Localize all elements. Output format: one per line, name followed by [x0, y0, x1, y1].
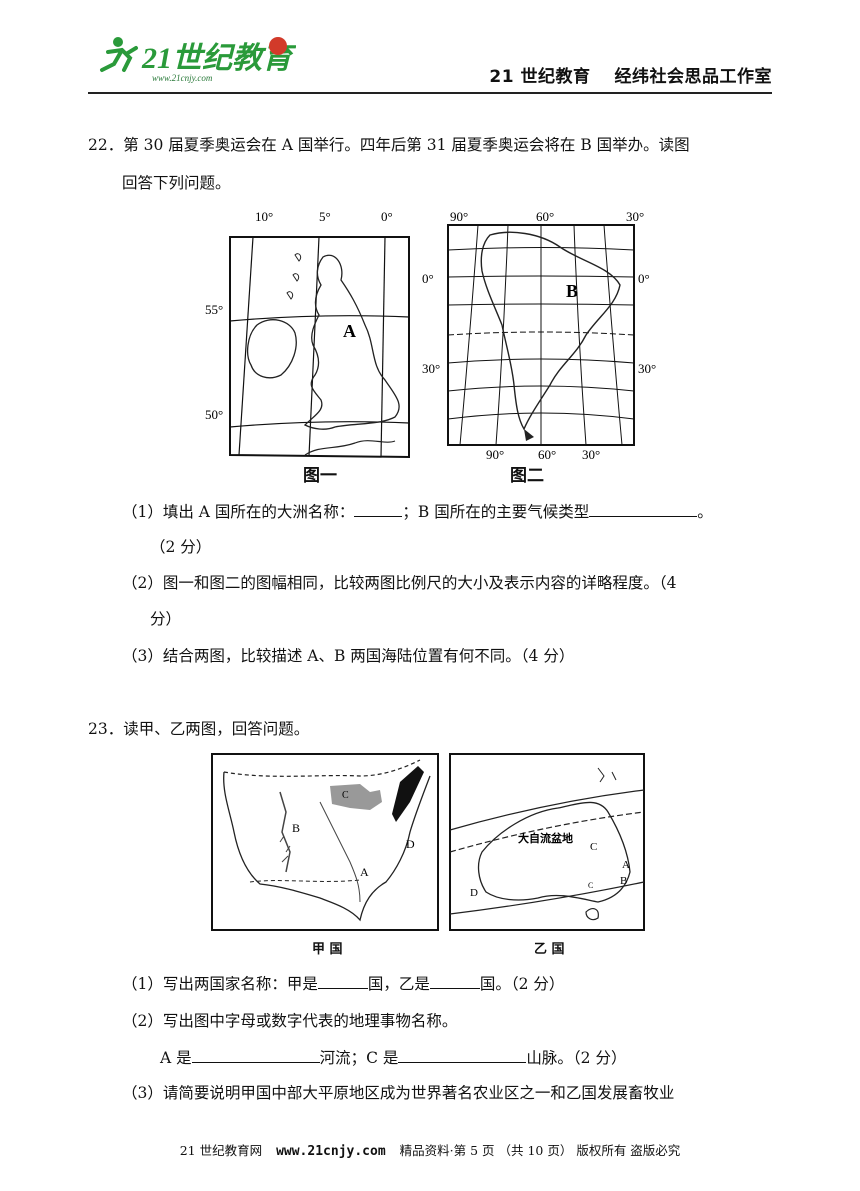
q22-line1: 22．第 30 届夏季奥运会在 A 国举行。四年后第 31 届夏季奥运会将在 B…	[88, 136, 690, 154]
lon-10-label: 10°	[255, 209, 273, 224]
yi-caption: 乙 国	[534, 942, 565, 957]
q23-p1-a: （1）写出两国家名称：甲是	[122, 975, 318, 993]
map2-bot-60: 60°	[538, 447, 556, 462]
map2-caption: 图二	[510, 466, 544, 486]
tomato-icon	[269, 37, 287, 55]
q23-title: 23．读甲、乙两图，回答问题。	[88, 720, 310, 738]
map2-left-0: 0°	[422, 271, 434, 286]
answer-blank-river-a[interactable]	[191, 1046, 320, 1063]
header-org-name: 21 世纪教育	[489, 67, 591, 87]
map2-bot-30: 30°	[582, 447, 600, 462]
map2-left-30: 30°	[422, 361, 440, 376]
map2-bot-90: 90°	[486, 447, 504, 462]
yi-label-c-small: C	[588, 881, 593, 890]
logo-url: www.21cnjy.com	[152, 73, 213, 83]
lat-50-label: 50°	[205, 407, 223, 422]
footer-site-link[interactable]: www.21cnjy.com	[276, 1144, 386, 1159]
map2-top-60: 60°	[536, 209, 554, 224]
q22-p1-c: 。	[697, 503, 713, 521]
q22-line2: 回答下列问题。	[122, 174, 231, 192]
q23-p2-a-pre: A 是	[160, 1049, 192, 1067]
lat-55-label: 55°	[205, 302, 223, 317]
map1-caption: 图一	[303, 466, 337, 486]
q23-part1: （1）写出两国家名称：甲是 国，乙是 国。（2 分）	[122, 972, 564, 995]
yi-label-a: A	[622, 859, 630, 871]
map-figure-2: 90° 60° 30° 0° 0° 30° 30° B 90° 60° 30° …	[420, 205, 660, 486]
q22-p1-score: （2 分）	[150, 538, 212, 556]
q23-p2: （2）写出图中字母或数字代表的地理事物名称。	[122, 1012, 458, 1030]
page-footer: 21 世纪教育网 www.21cnjy.com 精品资料·第 5 页 （共 10…	[0, 1140, 860, 1159]
yi-label-d: D	[470, 887, 478, 899]
yi-basin: 大自流盆地	[518, 831, 573, 845]
runner-icon	[100, 37, 138, 72]
q23-p3: （3）请简要说明甲国中部大平原地区成为世界著名农业区之一和乙国发展畜牧业	[122, 1084, 675, 1102]
yi-label-b: B	[620, 875, 627, 887]
yi-label-c: C	[590, 841, 597, 853]
answer-blank-continent[interactable]	[354, 500, 403, 517]
jia-label-c: C	[342, 790, 349, 801]
map1-point-a: A	[343, 321, 356, 341]
q23-p1-b: 国，乙是	[367, 975, 430, 993]
q23-p1-c: 国。（2 分）	[479, 975, 565, 993]
q23-p2-answers: A 是 河流；C 是 山脉。（2 分）	[160, 1046, 626, 1069]
q23-p2-c-post: 山脉。（2 分）	[526, 1049, 627, 1067]
header-org: 21 世纪教育 经纬社会思品工作室	[465, 62, 772, 87]
answer-blank-climate[interactable]	[589, 500, 698, 517]
lon-5-label: 5°	[319, 209, 331, 224]
header-studio: 经纬社会思品工作室	[614, 67, 772, 87]
q22-p2-a: （2）图一和图二的图幅相同，比较两图比例尺的大小及表示内容的详略程度。（4	[122, 574, 677, 592]
footer-org: 21 世纪教育网	[179, 1143, 263, 1158]
answer-blank-mountain-c[interactable]	[398, 1046, 527, 1063]
map2-right-30: 30°	[638, 361, 656, 376]
answer-blank-country-yi[interactable]	[429, 972, 480, 989]
map2-point-b: B	[566, 281, 578, 301]
map-figure-1: 10° 5° 0° 55° 50° A 图一	[195, 205, 425, 486]
map2-top-30: 30°	[626, 209, 644, 224]
map2-top-90: 90°	[450, 209, 468, 224]
jia-label-a: A	[360, 865, 369, 879]
map-yi: 大自流盆地 C A B D C 乙 国	[448, 752, 648, 962]
jia-label-d: D	[406, 837, 415, 851]
q22-part1: （1）填出 A 国所在的大洲名称： ；B 国所在的主要气候类型 。	[122, 500, 713, 523]
q22-p3: （3）结合两图，比较描述 A、B 两国海陆位置有何不同。（4 分）	[122, 647, 575, 665]
footer-info: 精品资料·第 5 页 （共 10 页） 版权所有 盗版必究	[399, 1143, 681, 1158]
q22-p2-b: 分）	[150, 610, 182, 628]
jia-caption: 甲 国	[312, 942, 343, 957]
q22-p1-a: （1）填出 A 国所在的大洲名称：	[122, 503, 355, 521]
q23-p2-a-post: 河流；C 是	[319, 1049, 399, 1067]
q22-p1-b: ；B 国所在的主要气候类型	[402, 503, 590, 521]
map-jia: B C D A 甲 国	[210, 752, 440, 962]
jia-label-b: B	[292, 821, 300, 835]
header-divider	[88, 92, 772, 94]
answer-blank-country-jia[interactable]	[317, 972, 368, 989]
lon-0-label: 0°	[381, 209, 393, 224]
site-logo: 21世纪教育 www.21cnjy.com	[96, 30, 297, 85]
map2-right-0: 0°	[638, 271, 650, 286]
